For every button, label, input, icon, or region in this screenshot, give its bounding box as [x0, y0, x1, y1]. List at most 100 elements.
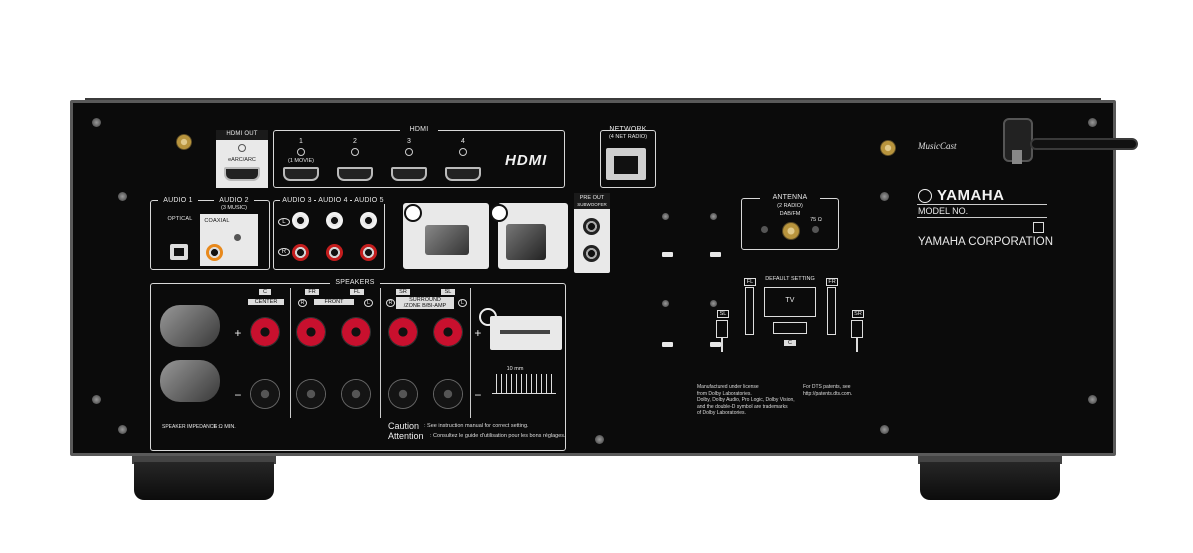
- fl-label: FL: [744, 278, 756, 286]
- antenna-ohm-label: 75 Ω: [810, 217, 822, 223]
- audio1-label: AUDIO 1: [158, 197, 198, 204]
- surround-left-label: L: [458, 299, 467, 307]
- screw-icon: [118, 425, 127, 434]
- hdmi-input-2-port[interactable]: [337, 167, 373, 181]
- screw-icon: [812, 226, 819, 233]
- subwoofer-jack-2[interactable]: [583, 245, 600, 262]
- center-positive-terminal[interactable]: [251, 318, 279, 346]
- surround-left-negative-terminal[interactable]: [434, 380, 462, 408]
- screw-icon: [595, 435, 604, 444]
- network-sub-label: (4 NET RADIO): [608, 134, 648, 140]
- surround-right-negative-terminal[interactable]: [389, 380, 417, 408]
- hdmi-input-2-label: 2: [352, 138, 358, 145]
- screw-icon: [710, 300, 717, 307]
- hdmi-input-4-label: 4: [460, 138, 466, 145]
- center-negative-terminal[interactable]: [251, 380, 279, 408]
- audio2-label: AUDIO 2: [214, 197, 254, 204]
- hdmi-out-sub-label: eARC/ARC: [228, 157, 256, 163]
- right-foot: [920, 462, 1060, 500]
- surround-right-positive-terminal[interactable]: [389, 318, 417, 346]
- wireless-antenna-jack-right[interactable]: [880, 140, 896, 156]
- digital-audio-panel: [150, 200, 270, 270]
- screw-icon: [234, 234, 241, 241]
- audio5-right-jack[interactable]: [360, 244, 377, 261]
- screw-icon: [92, 118, 101, 127]
- front-left-positive-terminal[interactable]: [342, 318, 370, 346]
- divider: [470, 288, 471, 418]
- hdmi-input-4-port[interactable]: [445, 167, 481, 181]
- wire-illustration: [506, 224, 546, 260]
- fl-tag: FL: [350, 289, 364, 295]
- preout-sub-label: SUBWOOFER: [577, 202, 607, 207]
- caution-text: : See instruction manual for correct set…: [424, 423, 529, 429]
- dolby-notice: Manufactured under license from Dolby La…: [697, 384, 795, 417]
- corporation-label: YAMAHA CORPORATION: [918, 236, 1054, 248]
- coaxial-label: COAXIAL: [204, 218, 230, 224]
- hdmi-input-3-label: 3: [406, 138, 412, 145]
- fr-label: FR: [826, 278, 838, 286]
- hdmi-input-3-port[interactable]: [391, 167, 427, 181]
- divider: [917, 217, 1047, 218]
- wire-insert-illustration: [160, 360, 220, 402]
- hdmi-out-port[interactable]: [224, 167, 260, 181]
- screw-icon: [405, 148, 413, 156]
- surround-speaker-label: SURROUND: [396, 297, 454, 303]
- tuning-fork-icon: [918, 189, 932, 203]
- optical-label: OPTICAL: [167, 216, 193, 222]
- screw-icon: [92, 395, 101, 404]
- audio4-left-jack[interactable]: [326, 212, 343, 229]
- screw-icon: [459, 148, 467, 156]
- tv-icon: [764, 287, 816, 317]
- left-foot-rim: [132, 456, 276, 464]
- fm-antenna-jack[interactable]: [782, 222, 800, 240]
- coaxial-jack[interactable]: [206, 244, 223, 261]
- audio3-left-jack[interactable]: [292, 212, 309, 229]
- strip-length-label: 10 mm: [506, 366, 524, 372]
- caution-title: Caution: [388, 421, 420, 431]
- antenna-sub-label: (2 RADIO): [777, 203, 803, 209]
- front-right-negative-terminal[interactable]: [297, 380, 325, 408]
- sr-tag: SR: [396, 289, 410, 295]
- screw-icon: [880, 425, 889, 434]
- attention-title: Attention: [388, 431, 424, 441]
- hdmi-logo: HDMI: [505, 152, 548, 169]
- audio2-sub-label: (3 MUSIC): [221, 205, 247, 211]
- audio5-left-jack[interactable]: [360, 212, 377, 229]
- surround-right-speaker-icon: [851, 320, 863, 338]
- front-right-positive-terminal[interactable]: [297, 318, 325, 346]
- audio3-right-jack[interactable]: [292, 244, 309, 261]
- center-speaker-icon: [773, 322, 807, 334]
- surround-left-positive-terminal[interactable]: [434, 318, 462, 346]
- screw-icon: [1088, 118, 1097, 127]
- wireless-antenna-jack-left[interactable]: [176, 134, 192, 150]
- wire-twist-illustration: [160, 305, 220, 347]
- prohibited-icon: [404, 204, 422, 222]
- front-speaker-label: FRONT: [314, 299, 354, 305]
- subwoofer-jack-1[interactable]: [583, 218, 600, 235]
- surround-right-label: R: [386, 299, 395, 307]
- network-label: NETWORK: [609, 126, 647, 133]
- strip-length-ruler: [492, 374, 556, 394]
- front-left-negative-terminal[interactable]: [342, 380, 370, 408]
- screen-icon: [238, 144, 246, 152]
- screw-icon: [118, 192, 127, 201]
- impedance-label: SPEAKER IMPEDANCE :: [162, 424, 220, 430]
- screw-icon: [662, 213, 669, 220]
- prohibited-icon: [490, 204, 508, 222]
- model-number-label: MODEL NO.: [918, 206, 969, 216]
- surround-minus-label: −: [474, 388, 482, 402]
- screw-icon: [662, 300, 669, 307]
- screw-icon: [880, 192, 889, 201]
- screw-icon: [710, 213, 717, 220]
- audio4-right-jack[interactable]: [326, 244, 343, 261]
- indicator-mark: [662, 342, 673, 347]
- hdmi-input-1-sub-label: (1 MOVIE): [288, 158, 314, 164]
- speakers-label: SPEAKERS: [330, 279, 380, 286]
- attention-text: : Consultez le guide d'utilisation pour …: [430, 433, 566, 439]
- power-cord: [1030, 138, 1138, 150]
- sl-label: SL: [717, 310, 729, 318]
- front-right-speaker-icon: [827, 287, 836, 335]
- front-right-label: R: [298, 299, 307, 307]
- hdmi-input-1-port[interactable]: [283, 167, 319, 181]
- screw-icon: [1088, 395, 1097, 404]
